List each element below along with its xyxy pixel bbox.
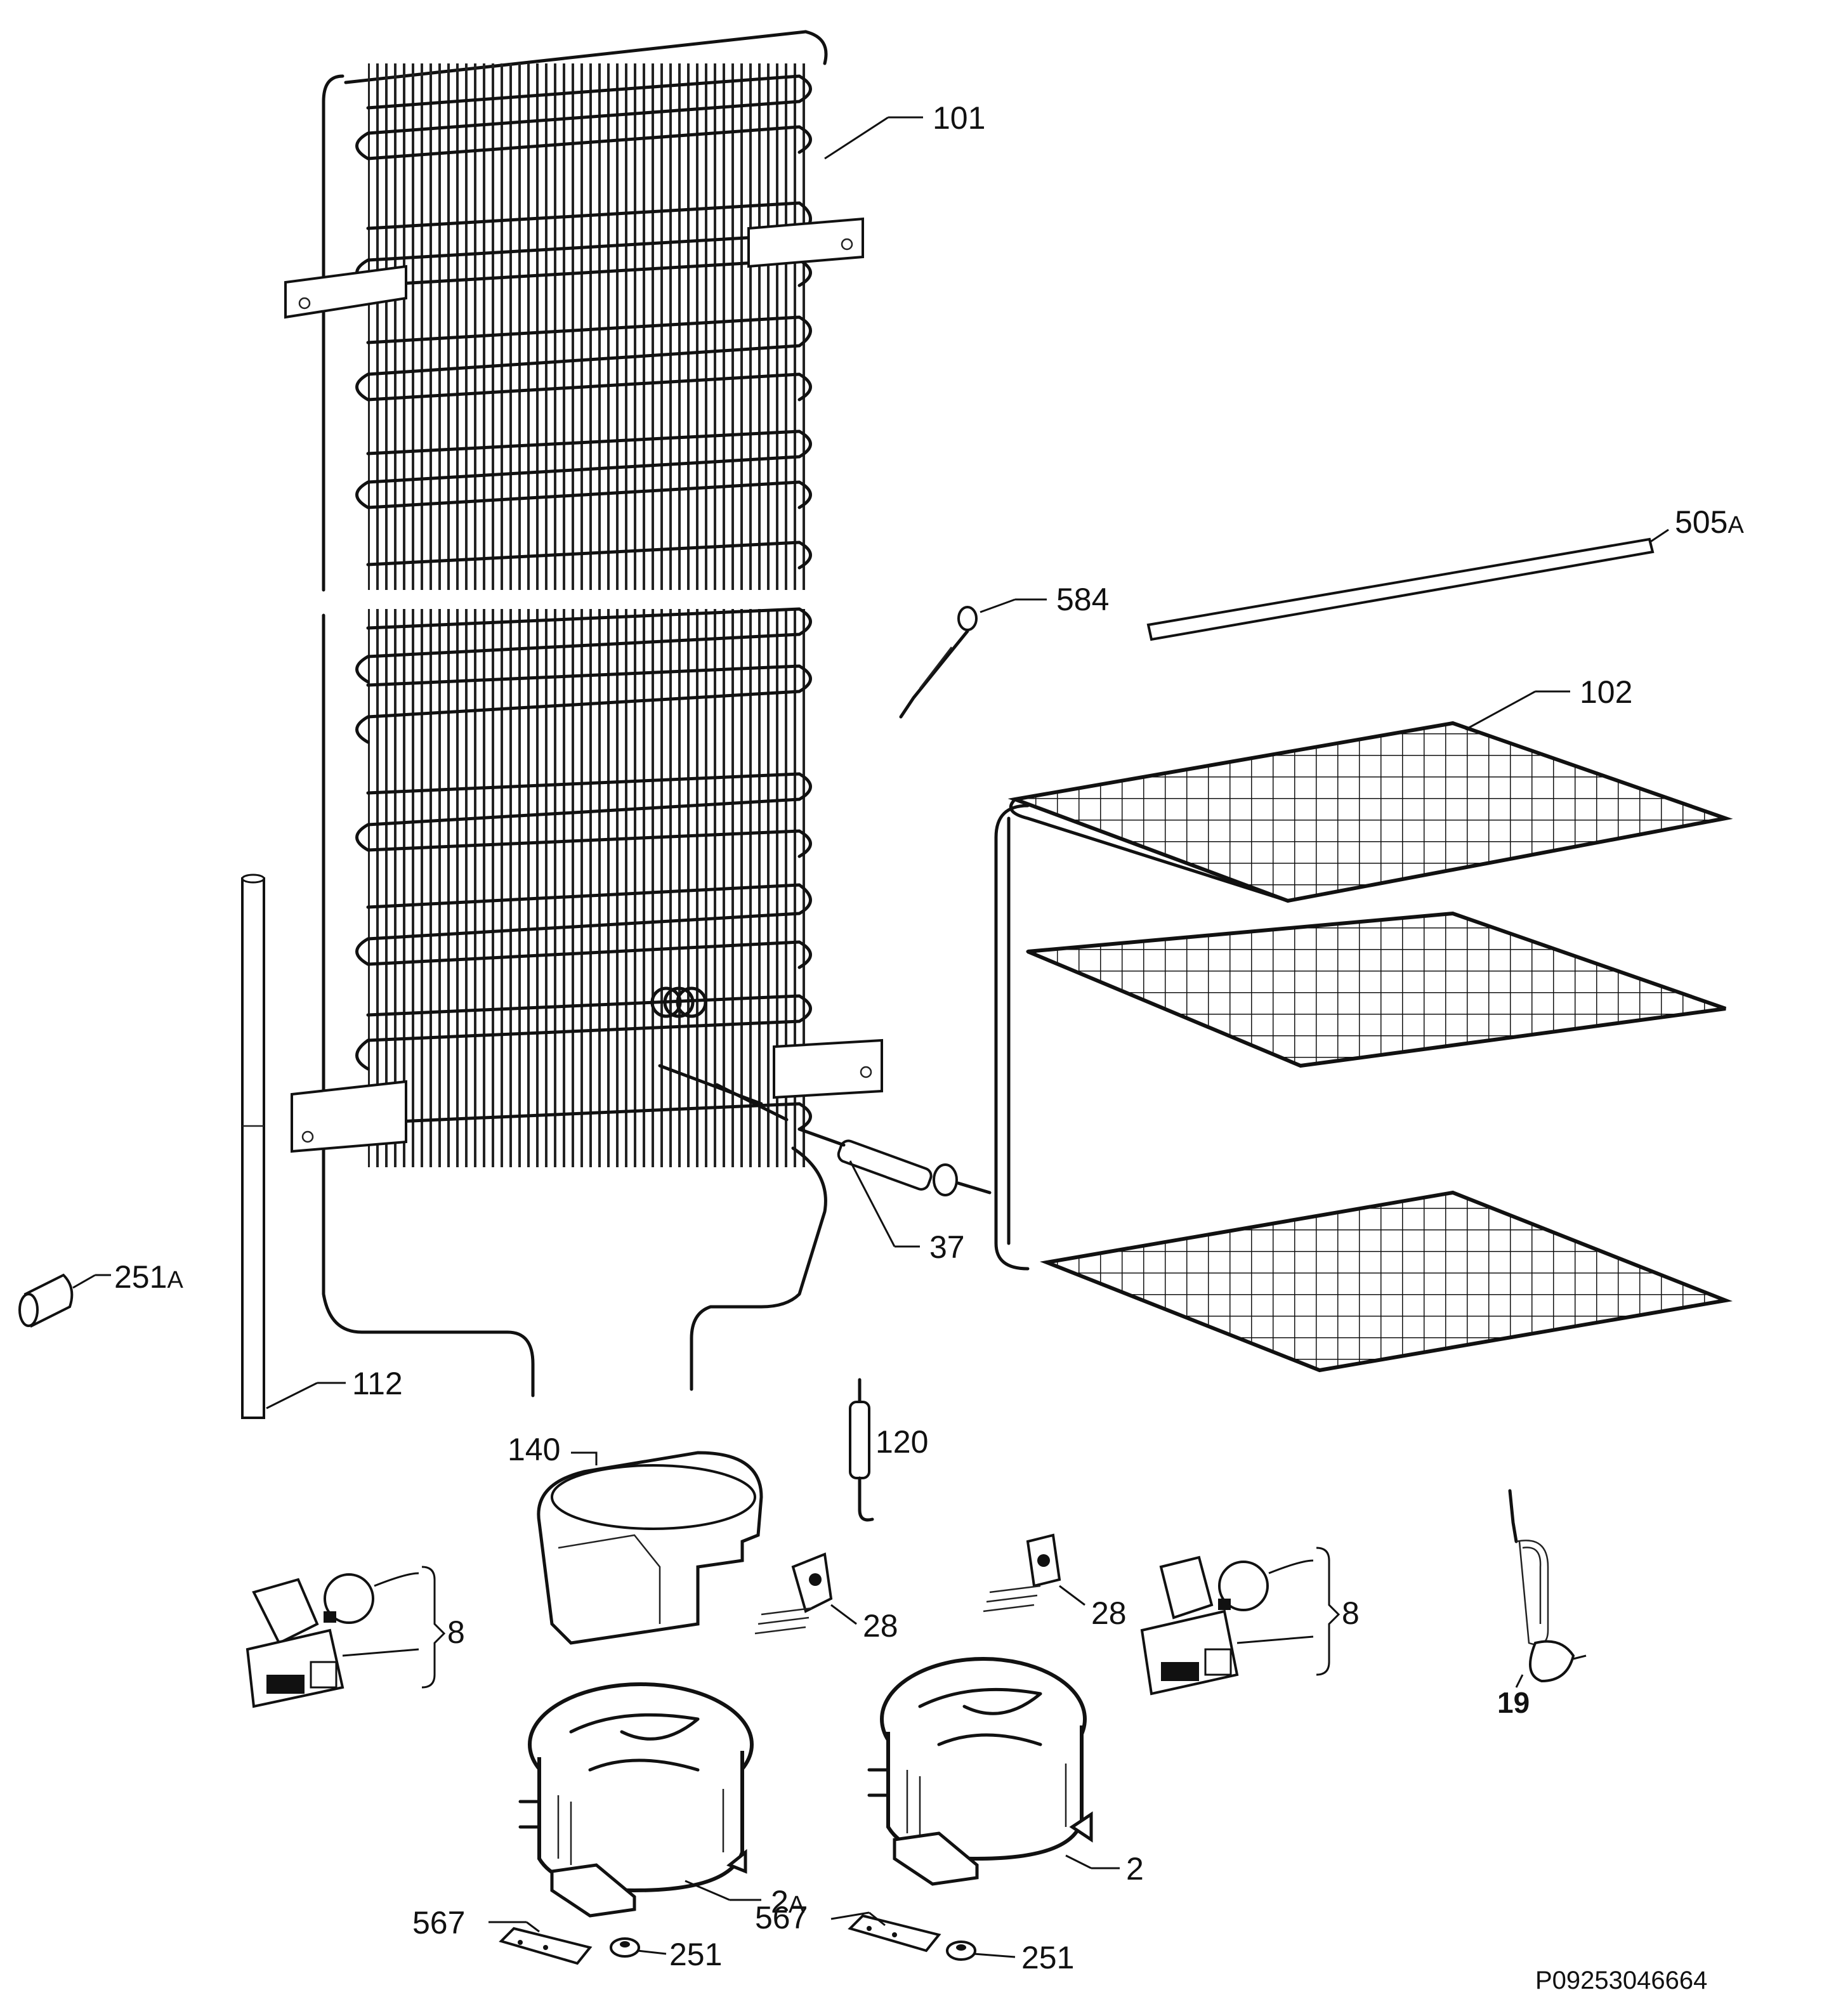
compressor-2 [867,1657,1093,1886]
grommet-251-right [946,1941,976,1961]
grommet-251-left [610,1937,640,1958]
label-112: 112 [352,1366,403,1401]
evaporator-102 [994,721,1733,1373]
label-28-right: 28 [1091,1595,1127,1631]
label-505: 505 [1675,504,1727,540]
label-8-right: 8 [1342,1595,1360,1631]
bracket-28-right [983,1533,1061,1613]
svg-text:505A: 505A [1675,504,1744,540]
tube-112 [241,874,265,1419]
power-cable-19 [1508,1489,1587,1683]
compressor-2a [518,1682,754,1918]
label-120: 120 [875,1424,928,1460]
label-584: 584 [1056,582,1109,617]
label-8-left: 8 [447,1614,465,1650]
label-2: 2 [1126,1851,1144,1887]
bracket-28-left [754,1552,833,1635]
drier-37 [715,1083,992,1196]
label-140: 140 [508,1432,560,1467]
label-101: 101 [933,100,985,136]
pad-567-right [848,1914,941,1953]
label-28-left: 28 [863,1608,898,1644]
label-37: 37 [929,1229,965,1265]
label-2a: 2 [771,1884,789,1920]
filter-120 [849,1378,874,1522]
pad-567-left [499,1927,593,1965]
label-102: 102 [1580,674,1632,710]
label-251a-suffix: A [167,1267,183,1293]
clip-584 [899,606,978,719]
label-251-right: 251 [1021,1940,1074,1975]
svg-text:251A: 251A [114,1259,183,1295]
label-19: 19 [1497,1686,1530,1719]
drip-tray-140 [537,1451,763,1645]
condenser-101 [284,30,883,1397]
relay-group-right [1140,1555,1269,1696]
label-567-left: 567 [412,1905,465,1941]
document-code: P09253046664 [1535,1967,1707,1994]
seal-strip-505a [1146,528,1669,641]
label-251a: 251 [114,1259,167,1295]
label-2a-suffix: A [789,1892,805,1918]
relay-group-left [246,1573,374,1708]
plug-251a [18,1273,74,1328]
label-567-right: 567 [755,1900,808,1935]
label-251-left: 251 [669,1937,722,1972]
label-505-suffix: A [1727,512,1744,539]
svg-text:2A: 2A [771,1884,805,1920]
